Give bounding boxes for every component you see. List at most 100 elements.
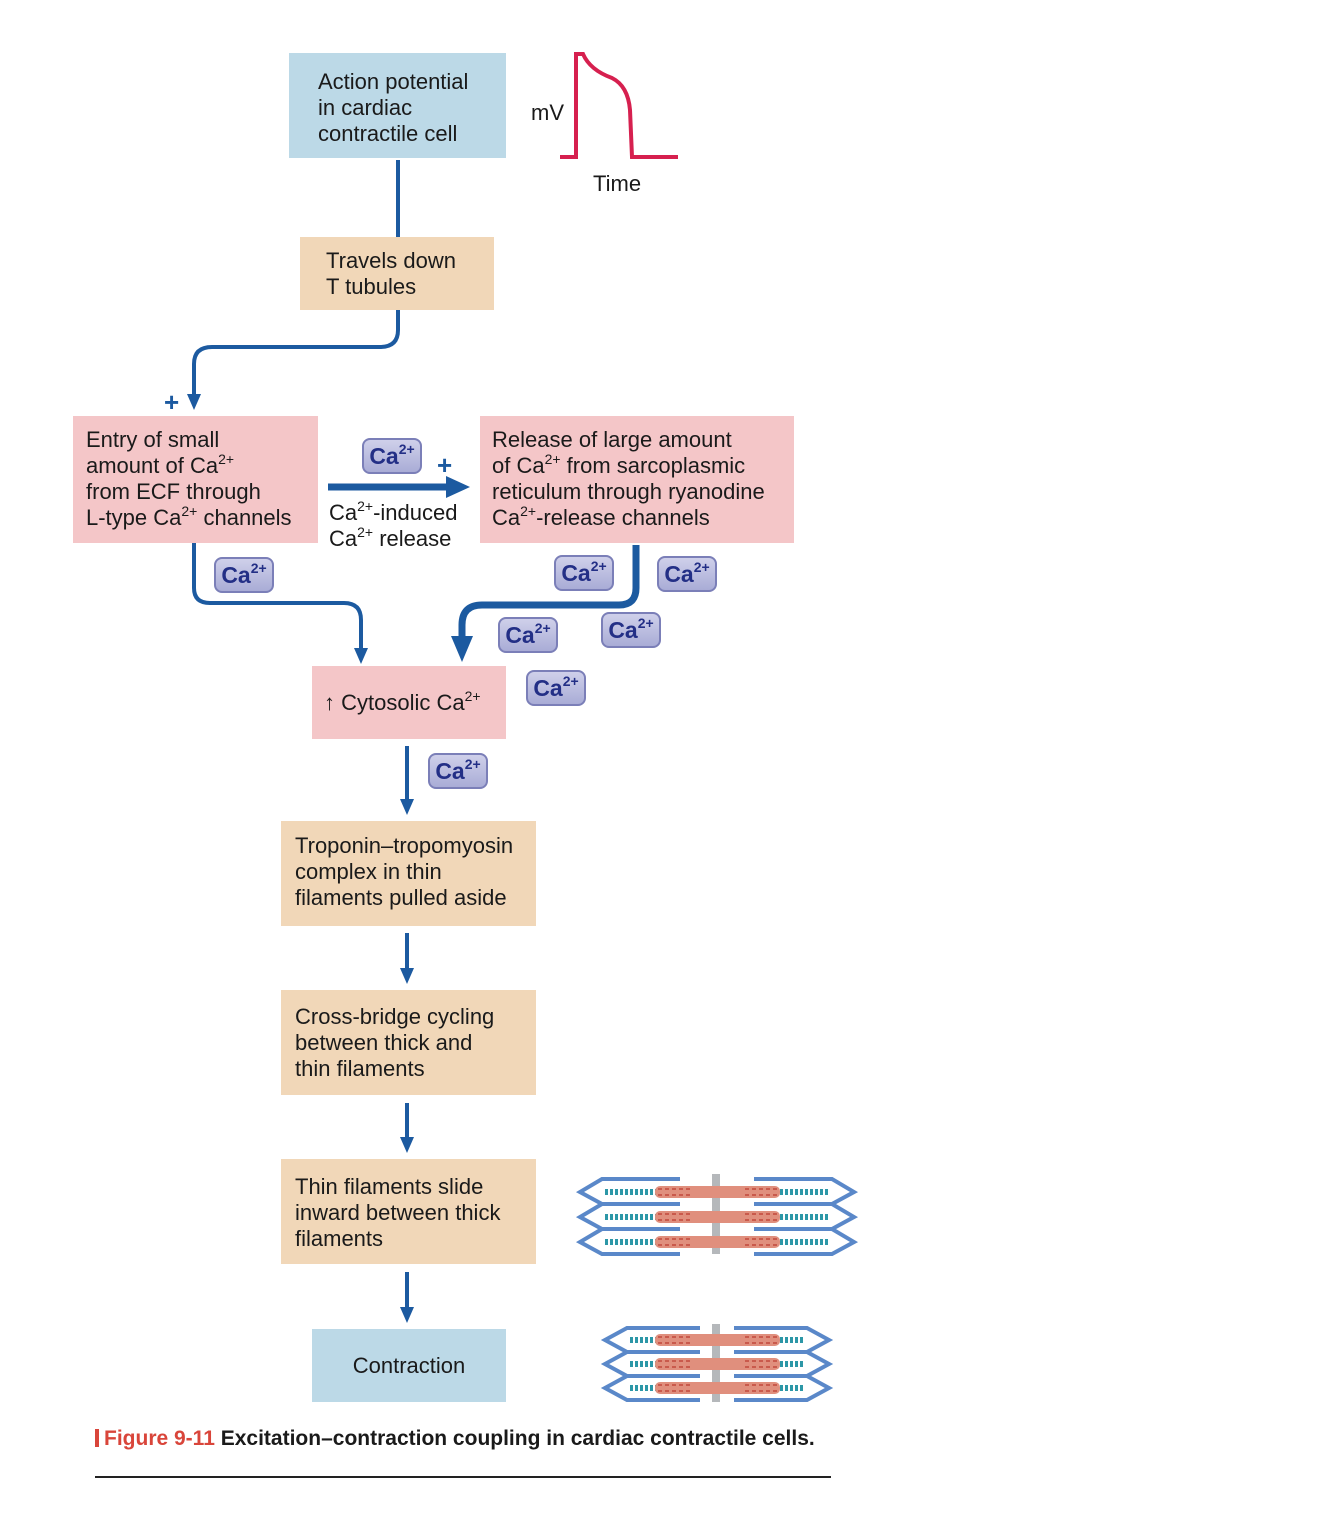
charge-superscript: 2+: [693, 559, 710, 575]
cross-bridge-box: Cross-bridge cycling between thick and t…: [281, 990, 536, 1095]
charge-superscript: 2+: [181, 503, 198, 519]
troponin-box: Troponin–tropomyosin complex in thin fil…: [281, 821, 536, 926]
charge-superscript: 2+: [464, 756, 481, 772]
arrowhead-entry: [187, 394, 201, 410]
entry-line: Entry of small: [86, 427, 220, 452]
calcium-release-box: Release of large amount of Ca2+ from sar…: [480, 416, 794, 543]
ap-trace: [560, 52, 678, 159]
entry-text: L-type Ca: [86, 505, 182, 530]
action-potential-line: in cardiac: [318, 95, 413, 120]
entry-line: L-type Ca2+ channels: [86, 503, 318, 531]
arrowhead-contraction: [400, 1307, 414, 1323]
t-tubules-line: T tubules: [326, 274, 417, 299]
arrowhead-crossbridge: [400, 968, 414, 984]
plus-sign-entry: +: [164, 387, 180, 417]
charge-superscript: 2+: [520, 503, 537, 519]
calcium-ion-badge: Ca2+: [657, 556, 717, 592]
arrow-entry-to-cytosolic: [192, 543, 363, 652]
figure-caption: Figure 9-11 Excitation–contraction coupl…: [95, 1427, 815, 1451]
figure-number: Figure 9-11: [104, 1427, 215, 1450]
charge-superscript: 2+: [562, 673, 579, 689]
t-tubules-box: Travels down T tubules: [300, 237, 494, 310]
arrow-release-to-cytosolic: [458, 545, 640, 640]
cicr-label: Ca2+-induced Ca2+ release: [329, 498, 458, 552]
release-text: of Ca: [492, 453, 545, 478]
cytosolic-line: ↑ Cytosolic Ca2+: [324, 688, 506, 716]
thin-slide-line: filaments: [295, 1226, 384, 1251]
charge-superscript: 2+: [398, 441, 415, 457]
ion-symbol: Ca: [505, 622, 535, 648]
release-text: from sarcoplasmic: [560, 453, 746, 478]
graph-xlabel: Time: [593, 171, 642, 196]
cross-bridge-line: between thick and: [295, 1030, 473, 1055]
caption-bar: [95, 1429, 99, 1447]
entry-line: amount of Ca2+: [86, 451, 318, 479]
cicr-text: -induced: [373, 500, 458, 525]
arrowhead-cytosolic-right: [451, 636, 473, 662]
action-potential-box: Action potential in cardiac contractile …: [289, 53, 506, 158]
charge-superscript: 2+: [357, 524, 374, 540]
troponin-line: Troponin–tropomyosin: [295, 833, 514, 858]
arrow-ttubules-to-entry: [192, 310, 400, 398]
ion-symbol: Ca: [329, 500, 358, 525]
plus-sign-cicr: +: [437, 450, 453, 480]
cytosolic-text: Cytosolic Ca: [335, 690, 465, 715]
t-tubules-line: Travels down: [326, 248, 457, 273]
action-potential-line: contractile cell: [318, 121, 458, 146]
release-line: Ca2+-release channels: [492, 503, 794, 531]
arrowhead-cicr: [446, 476, 470, 498]
sarcomere-contracted-illustration: [600, 1324, 834, 1402]
ion-symbol: Ca: [561, 560, 591, 586]
graph-ylabel: mV: [531, 100, 564, 125]
action-potential-line: Action potential: [318, 69, 469, 94]
entry-text: amount of Ca: [86, 453, 219, 478]
release-line: reticulum through ryanodine: [492, 479, 765, 504]
cicr-line: Ca2+-induced: [329, 498, 458, 526]
ion-symbol: Ca: [492, 505, 521, 530]
calcium-ion-badge: Ca2+: [554, 555, 614, 591]
charge-superscript: 2+: [250, 560, 267, 576]
charge-superscript: 2+: [464, 688, 481, 704]
cicr-line: Ca2+ release: [329, 524, 457, 552]
contraction-box: Contraction: [312, 1329, 506, 1402]
caption-rule: [95, 1476, 831, 1478]
cicr-text: release: [373, 526, 452, 551]
ion-symbol: Ca: [435, 758, 465, 784]
troponin-line: complex in thin: [295, 859, 442, 884]
arrowhead-troponin: [400, 799, 414, 815]
cross-bridge-line: Cross-bridge cycling: [295, 1004, 495, 1029]
arrowhead-cytosolic-left: [354, 648, 368, 664]
figure-title: Excitation–contraction coupling in cardi…: [214, 1427, 815, 1450]
ion-symbol: Ca: [608, 617, 638, 643]
release-line: of Ca2+ from sarcoplasmic: [492, 451, 794, 479]
release-text: -release channels: [536, 505, 710, 530]
calcium-ion-badge: Ca2+: [498, 617, 558, 653]
entry-line: from ECF through: [86, 479, 261, 504]
calcium-ion-badge: Ca2+: [428, 753, 488, 789]
calcium-ion-badge: Ca2+: [526, 670, 586, 706]
troponin-line: filaments pulled aside: [295, 885, 507, 910]
ion-symbol: Ca: [533, 675, 563, 701]
calcium-ion-badge: Ca2+: [214, 557, 274, 593]
up-arrow-icon: ↑: [324, 690, 335, 715]
ion-symbol: Ca: [369, 443, 399, 469]
action-potential-graph: [560, 52, 678, 159]
ion-symbol: Ca: [221, 562, 251, 588]
cytosolic-calcium-box: ↑ Cytosolic Ca2+: [312, 666, 506, 739]
charge-superscript: 2+: [590, 558, 607, 574]
calcium-ion-badge: Ca2+: [601, 612, 661, 648]
ion-symbol: Ca: [329, 526, 358, 551]
thin-filaments-slide-box: Thin filaments slide inward between thic…: [281, 1159, 536, 1264]
charge-superscript: 2+: [534, 620, 551, 636]
entry-text: channels: [197, 505, 292, 530]
calcium-entry-box: Entry of small amount of Ca2+ from ECF t…: [73, 416, 318, 543]
charge-superscript: 2+: [357, 498, 374, 514]
release-line: Release of large amount: [492, 427, 732, 452]
sarcomere-relaxed-illustration: [575, 1174, 859, 1256]
arrowhead-thinslide: [400, 1137, 414, 1153]
charge-superscript: 2+: [544, 451, 561, 467]
cross-bridge-line: thin filaments: [295, 1056, 425, 1081]
calcium-ion-badge: Ca2+: [362, 438, 422, 474]
charge-superscript: 2+: [218, 451, 235, 467]
